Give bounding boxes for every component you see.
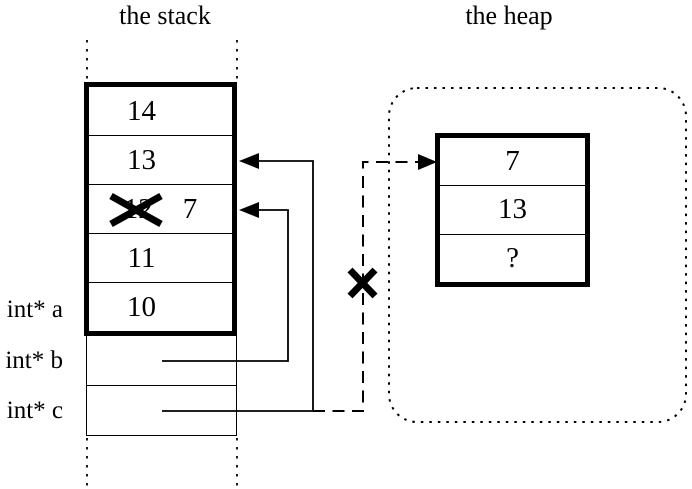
stack-array-box: 14 13 12 7 11 10 (84, 82, 237, 336)
stack-cell-value: 14 (127, 94, 156, 127)
pointer-c-arrowhead (239, 153, 259, 169)
stack-cell-14: 14 (89, 87, 232, 135)
stack-cell-value: 11 (127, 241, 156, 274)
stack-cell-old-value: 12 (123, 192, 153, 225)
pointer-label-c: int* c (6, 397, 63, 424)
stack-cell-value: 10 (127, 290, 156, 323)
heap-title: the heap (465, 1, 553, 30)
pointer-slot-c (87, 385, 236, 435)
stack-title: the stack (119, 1, 211, 30)
dangling-heap-pointer-line (313, 161, 420, 412)
heap-cell-value: ? (506, 241, 519, 274)
pointer-slot-b (87, 336, 236, 385)
heap-cell-7: 7 (440, 138, 585, 185)
pointer-b-arrowhead (239, 202, 259, 218)
stack-cell-new-value: 7 (182, 192, 198, 225)
x-mark-heap-pointer (347, 267, 378, 299)
stack-cell-13: 13 (89, 135, 232, 184)
heap-cell-value: 13 (498, 193, 527, 226)
pointer-label-b: int* b (5, 347, 63, 374)
heap-block-box: 7 13 ? (435, 133, 590, 287)
stack-cell-value: 13 (127, 143, 156, 176)
heap-cell-value: 7 (505, 145, 520, 178)
stack-cell-10: 10 (89, 282, 232, 331)
stack-cell-11: 11 (89, 233, 232, 282)
pointer-label-a: int* a (6, 296, 63, 323)
stack-cell-overwritten: 12 7 (89, 184, 232, 233)
stack-pointer-slots (86, 336, 237, 436)
heap-cell-13: 13 (440, 185, 585, 233)
heap-cell-unknown: ? (440, 233, 585, 282)
